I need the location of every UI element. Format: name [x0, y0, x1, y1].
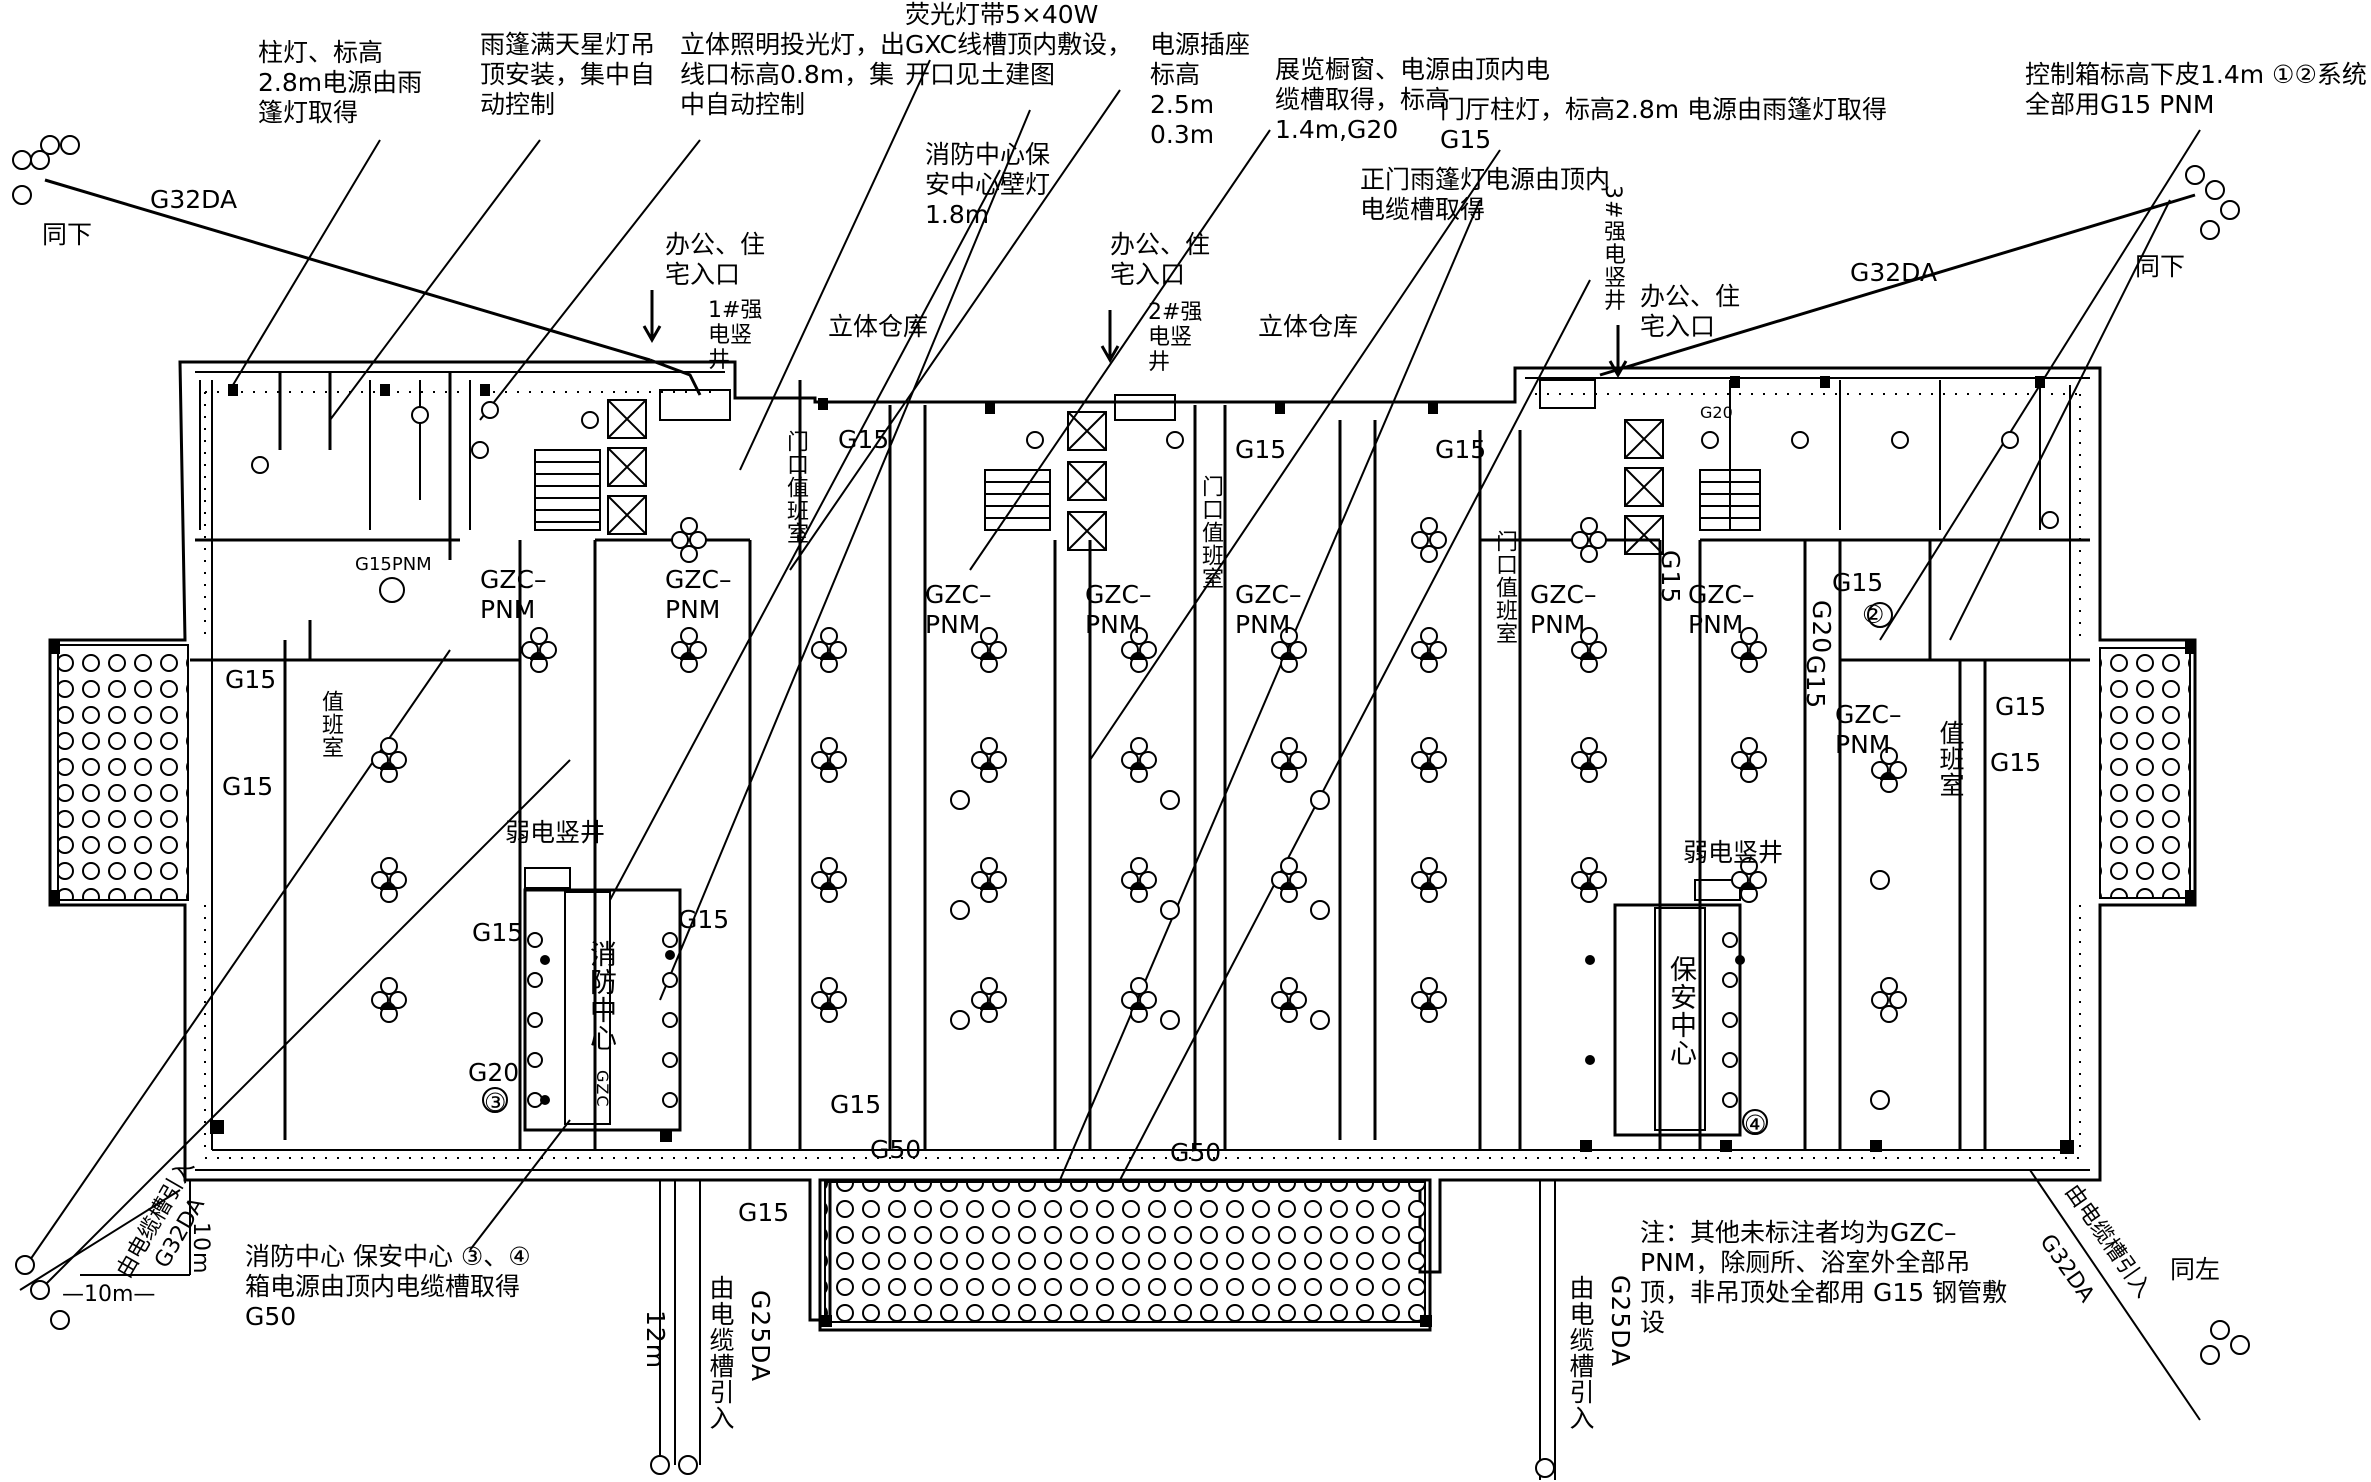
code-gzc-pnm-5: GZC–PNM [1235, 580, 1302, 639]
annotation-showcase-window: 展览橱窗、电源由顶内电缆槽取得，标高1.4m,G20 [1275, 55, 1551, 144]
annotation-fluorescent-strip: 荧光灯带5×40W GXC线槽顶内敷设，开口见土建图 [905, 0, 1133, 89]
security-center-label: 保安中心 [1665, 955, 1696, 1067]
cable-tray-entry-2: 由电缆槽引入 [1566, 1275, 1595, 1431]
code-gzc-pnm-2: GZC–PNM [665, 565, 732, 624]
annotation-lobby-column-light: 门厅柱灯，标高2.8m 电源由雨篷灯取得G15 [1440, 95, 1888, 154]
annotation-column-light: 柱灯、标高2.8m电源由雨篷灯取得 [258, 38, 423, 127]
code-g15-13: G15 [1656, 550, 1685, 605]
entrance-label-3: 办公、住宅入口 [1640, 282, 1741, 341]
code-gzc-pnm-3: GZC–PNM [925, 580, 992, 639]
fire-control-room [523, 888, 682, 1132]
code-gzc-pnm-1: GZC–PNM [480, 565, 547, 624]
annotation-fire-security-boxes: 消防中心 保安中心 ③、④箱电源由顶内电缆槽取得 G50 [245, 1242, 531, 1331]
code-g32da-left: G32DA [150, 185, 238, 214]
gate-duty-room-2: 门口值班室 [1198, 475, 1223, 590]
same-below-label-right: 同下 [2135, 252, 2186, 281]
bottom-annex [818, 1178, 1432, 1332]
annotation-wall-light: 消防中心保安中心壁灯1.8m [925, 140, 1051, 229]
security-room [1613, 903, 1742, 1137]
code-g32da-right: G32DA [1850, 258, 1938, 287]
warehouse-label-1: 立体仓库 [828, 312, 929, 341]
code-g15-14: G15 [1801, 655, 1830, 710]
duty-room-left: 值班室 [318, 690, 343, 759]
gate-duty-room-3: 门口值班室 [1492, 530, 1517, 645]
code-gzc-pnm-8: GZC–PNM [1835, 700, 1902, 759]
duty-room-right: 值班室 [1936, 720, 1965, 798]
annotation-canopy-star-lights: 雨篷满天星灯吊顶安装，集中自动控制 [480, 30, 656, 119]
code-g50-2: G50 [1170, 1138, 1222, 1167]
entrance-label-1: 办公、住宅入口 [665, 230, 766, 289]
fire-control-center-label: 消防中心 [585, 940, 616, 1052]
luminaire-cluster-col1 [371, 737, 407, 1023]
code-g50-1: G50 [870, 1135, 922, 1164]
code-gzc-pnm-4: GZC–PNM [1085, 580, 1152, 639]
code-g15pnm: G15PNM [355, 554, 432, 575]
shaft-label-3: 3#强电竖井 [1600, 185, 1625, 312]
code-g20-2: G20 [468, 1058, 520, 1087]
weak-current-shaft-left: 弱电竖井 [505, 818, 606, 847]
entrance-label-2: 办公、住宅入口 [1110, 230, 1211, 289]
code-g15-10: G15 [1832, 568, 1884, 597]
code-g15-3: G15 [1435, 435, 1487, 464]
code-g15-6: G15 [472, 918, 524, 947]
code-g15-5: G15 [222, 772, 274, 801]
code-g20-3: G20 [1700, 403, 1733, 422]
weak-current-shaft-right: 弱电竖井 [1683, 838, 1784, 867]
code-g15-9: G15 [738, 1198, 790, 1227]
building-outline [48, 360, 2197, 1322]
shaft-label-2: 2#强电竖井 [1148, 300, 1203, 375]
footnote: 注：其他未标注者均为GZC–PNM，除厕所、浴室外全部吊顶，非吊顶处全都用 G1… [1640, 1218, 2008, 1337]
dimension-10m-vertical: 10m [188, 1222, 213, 1275]
same-below-label-left: 同下 [42, 220, 93, 249]
annotation-floodlight: 立体照明投光灯，出线口标高0.8m，集中自动控制 [680, 30, 906, 119]
box-marker-4: ④ [1744, 1110, 1767, 1139]
box-marker-3: ③ [484, 1088, 507, 1117]
warehouse-label-2: 立体仓库 [1258, 312, 1359, 341]
cable-tray-entry-1: 由电缆槽引入 [706, 1275, 735, 1431]
annotation-control-box: 控制箱标高下皮1.4m ①②系统全部用G15 PNM [2025, 60, 2367, 119]
code-gzc-pnm-6: GZC–PNM [1530, 580, 1597, 639]
code-g15-1: G15 [838, 425, 890, 454]
gate-duty-room-1: 门口值班室 [783, 430, 808, 545]
code-g20-1: G20 [1807, 600, 1836, 655]
annotation-power-outlet-height: 电源插座标高2.5m 0.3m [1150, 30, 1251, 149]
box-marker-2: ② [1862, 600, 1885, 629]
annotation-main-entrance-canopy: 正门雨篷灯电源由顶内电缆槽取得 [1360, 165, 1611, 224]
code-g15-7: G15 [678, 905, 730, 934]
code-g15-11: G15 [1995, 692, 2047, 721]
code-g15-8: G15 [830, 1090, 882, 1119]
code-g15-2: G15 [1235, 435, 1287, 464]
code-gzc: GZC [593, 1070, 612, 1108]
code-g25da-2: G25DA [1606, 1275, 1635, 1368]
code-g15-4: G15 [225, 665, 277, 694]
code-gzc-pnm-7: GZC–PNM [1688, 580, 1755, 639]
same-left-label: 同左 [2170, 1255, 2221, 1284]
dimension-12m: 12m [641, 1310, 670, 1370]
shaft-label-1: 1#强电竖井 [708, 298, 763, 373]
code-g25da-1: G25DA [746, 1290, 775, 1383]
dimension-10m-horizontal: —10m— [62, 1282, 156, 1307]
code-g15-12: G15 [1990, 748, 2042, 777]
